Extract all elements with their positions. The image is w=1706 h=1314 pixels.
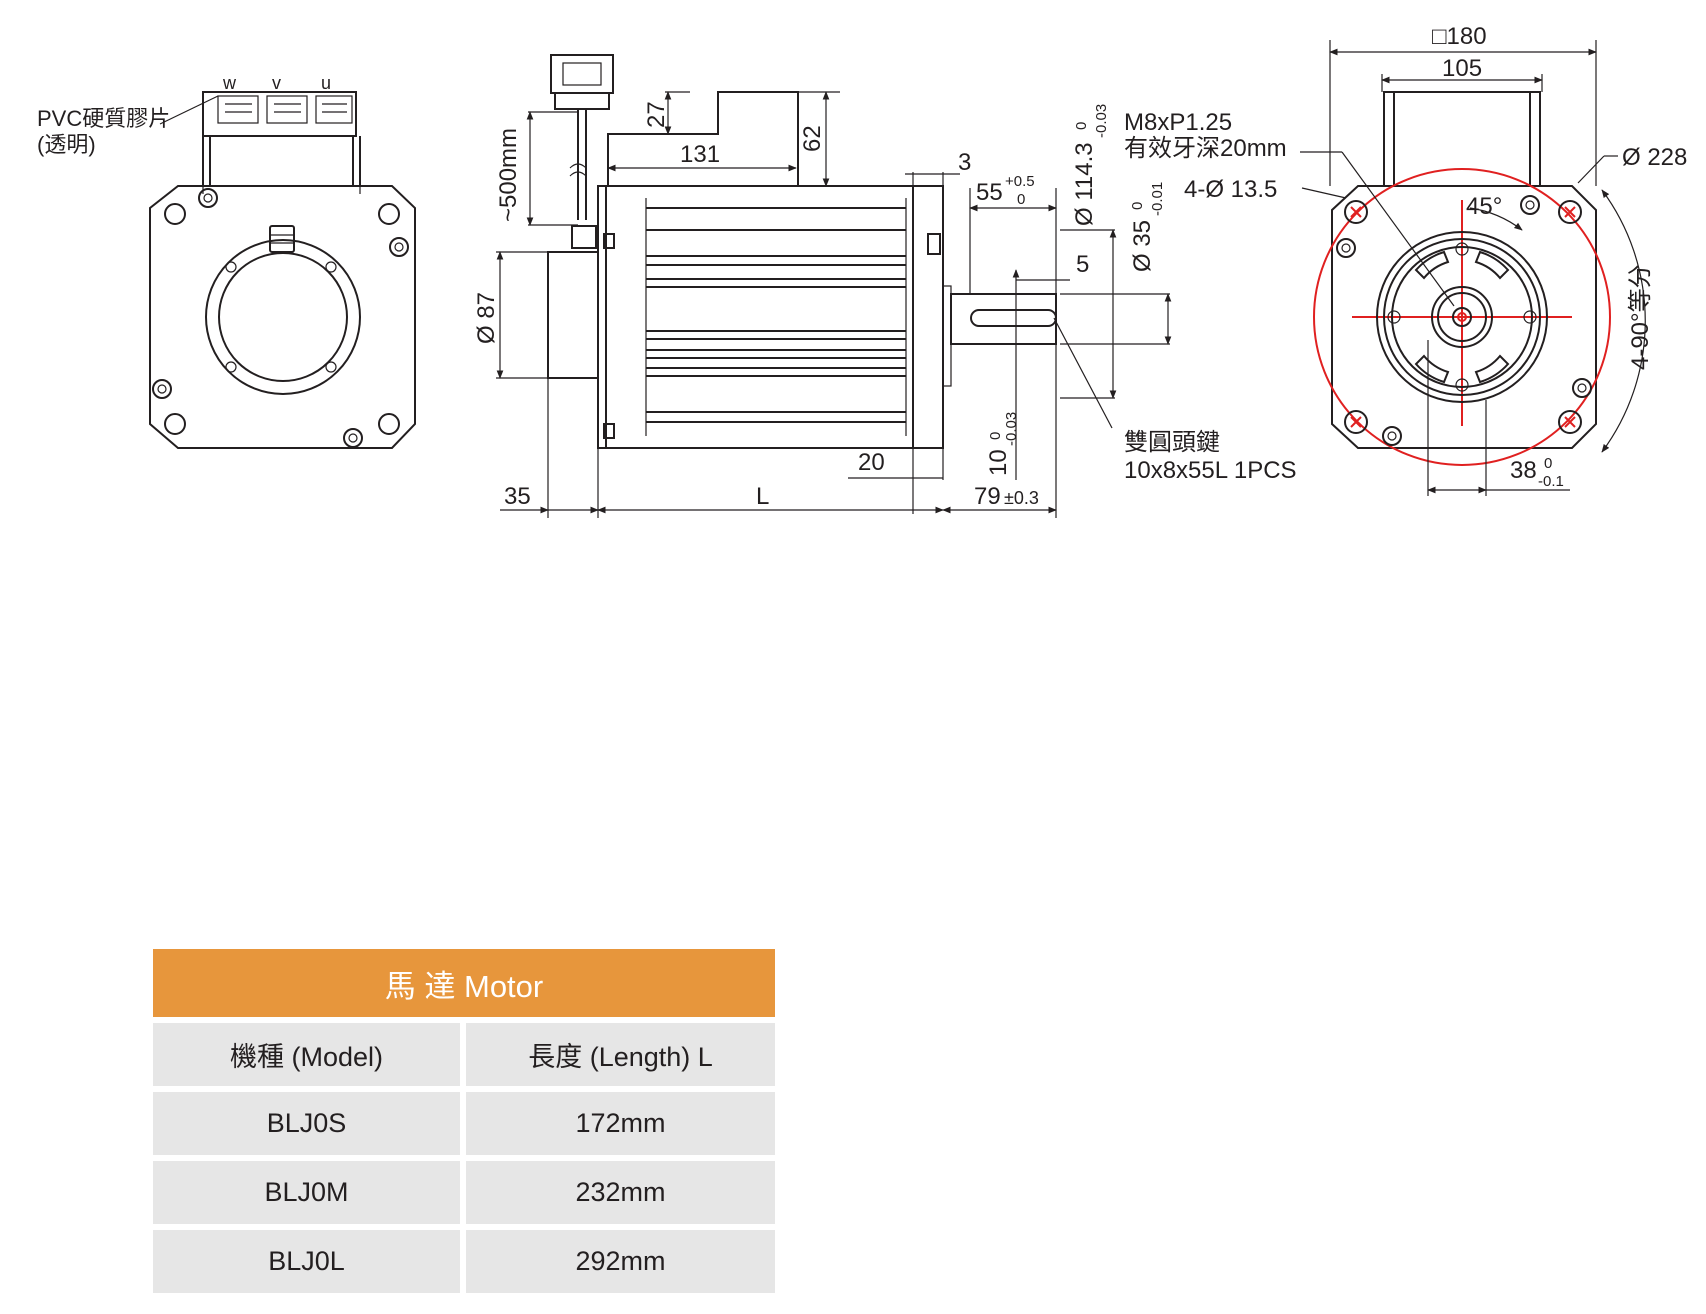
dim-105: 105 (1442, 55, 1482, 82)
pvc-label-line1: PVC硬質膠片 (37, 106, 170, 131)
thread-line1: M8xP1.25 (1124, 109, 1232, 136)
phase-label-u: u (321, 73, 331, 93)
side-view: ~500mm 131 27 62 Ø 87 (473, 54, 1297, 518)
phase-label-v: v (272, 73, 281, 93)
table-title: 馬 達 Motor (153, 949, 775, 1017)
rotor-slots (1414, 250, 1510, 384)
dim-131: 131 (680, 141, 720, 168)
header-model: 機種 (Model) (153, 1023, 460, 1086)
dim-27: 27 (643, 101, 670, 128)
model-cell: BLJ0S (153, 1092, 460, 1155)
cooling-fins (645, 198, 907, 436)
dim-55-tol-lower: 0 (1017, 191, 1025, 208)
length-cell: 232mm (466, 1161, 775, 1224)
dim-20: 20 (858, 449, 885, 476)
front-view: w v u PVC硬質膠片 (透明) (37, 73, 416, 449)
length-cell: 292mm (466, 1230, 775, 1293)
dim-10-tol-upper: 0 (987, 432, 1004, 440)
dim-180: □180 (1432, 23, 1487, 50)
dim-79-tol: ±0.3 (1004, 488, 1039, 508)
thread-line2: 有效牙深20mm (1124, 135, 1287, 162)
dim-5: 5 (1076, 251, 1089, 278)
dim-38-tol-upper: 0 (1544, 455, 1552, 472)
dim-114-tol-lower: -0.03 (1093, 104, 1110, 138)
dim-55: 55 (976, 179, 1003, 206)
key-line1: 雙圓頭鍵 (1124, 429, 1220, 456)
dim-114-tol-upper: 0 (1073, 122, 1090, 130)
length-cell: 172mm (466, 1092, 775, 1155)
dim-55-tol-upper: +0.5 (1005, 173, 1035, 190)
dim-38: 38 (1510, 457, 1537, 484)
motor-dimension-drawing: w v u PVC硬質膠片 (透明) (37, 23, 1687, 518)
header-length: 長度 (Length) L (466, 1023, 775, 1086)
dim-79: 79 (974, 483, 1001, 510)
motor-length-table: 馬 達 Motor 機種 (Model) 長度 (Length) L BLJ0S… (153, 949, 775, 1293)
dim-3: 3 (958, 149, 971, 176)
phase-label-w: w (222, 73, 237, 93)
dim-35: Ø 35 (1129, 220, 1156, 272)
table-row: BLJ0M 232mm (153, 1161, 775, 1224)
dim-62: 62 (799, 125, 826, 152)
table-row: BLJ0S 172mm (153, 1092, 775, 1155)
dim-10: 10 (985, 449, 1012, 476)
model-cell: BLJ0M (153, 1161, 460, 1224)
dim-90: 4-90°等分 (1627, 264, 1654, 370)
pvc-label-line2: (透明) (37, 132, 96, 157)
dim-35-rear: 35 (504, 483, 531, 510)
table-row: BLJ0L 292mm (153, 1230, 775, 1293)
dim-87: Ø 87 (473, 292, 500, 344)
dim-L: L (756, 483, 769, 510)
dim-228: Ø 228 (1622, 144, 1687, 171)
dim-35-tol-upper: 0 (1129, 202, 1146, 210)
dim-38-tol-lower: -0.1 (1538, 473, 1564, 490)
table-header-row: 機種 (Model) 長度 (Length) L (153, 1023, 775, 1086)
key-line2: 10x8x55L 1PCS (1124, 457, 1297, 484)
dim-114: Ø 114.3 (1071, 142, 1098, 226)
dim-35-tol-lower: -0.01 (1149, 182, 1166, 216)
dim-45: 45° (1466, 193, 1502, 220)
dim-holes: 4-Ø 13.5 (1184, 176, 1277, 203)
end-view: □180 105 (1184, 23, 1687, 496)
dim-10-tol-lower: -0.03 (1003, 412, 1020, 446)
dim-cable: ~500mm (495, 128, 522, 222)
model-cell: BLJ0L (153, 1230, 460, 1293)
